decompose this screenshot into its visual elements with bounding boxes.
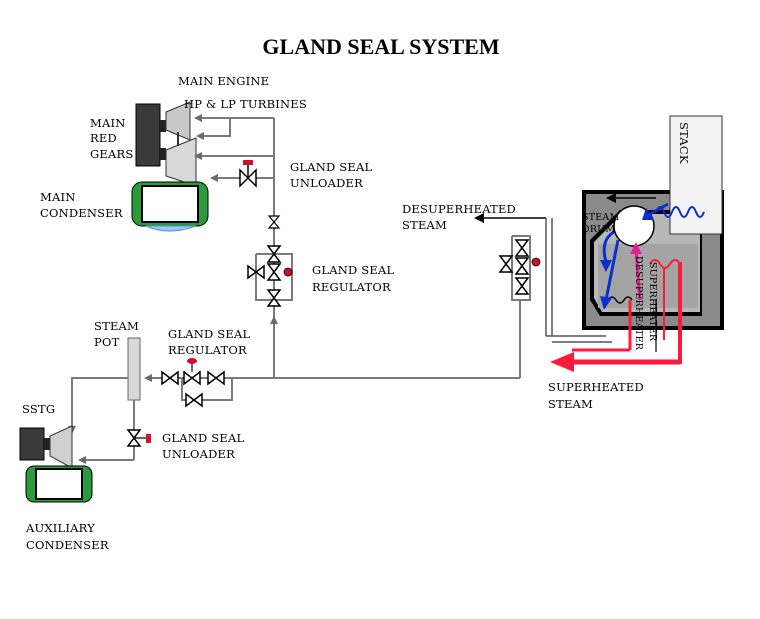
steam-pot-piping xyxy=(68,377,135,464)
sstg-generator xyxy=(19,427,50,461)
steam-drum-label-2: DRUM xyxy=(582,224,615,235)
main-condenser-label-1: MAIN xyxy=(40,190,76,204)
gland-seal-regulator-top-label-1: GLAND SEAL xyxy=(312,263,394,277)
superheated-steam-label-1: SUPERHEATED xyxy=(548,380,644,394)
gland-seal-regulator-valves-bottom xyxy=(161,358,225,408)
steam-pot-label-2: POT xyxy=(94,335,120,349)
sstg-turbine xyxy=(49,425,73,469)
stack-label: STACK xyxy=(677,122,691,164)
desuperheater-coil xyxy=(607,296,657,352)
circulation-arrows xyxy=(600,202,669,310)
main-red-gears-label-1: MAIN xyxy=(90,116,126,130)
steam-pot-label-1: STEAM xyxy=(94,319,139,333)
desuperheated-steam-label-1: DESUPERHEATED xyxy=(402,202,516,216)
superheated-steam-label-2: STEAM xyxy=(548,397,593,411)
isolation-valve-top xyxy=(267,215,281,229)
auxiliary-condenser-label-2: CONDENSER xyxy=(26,538,109,552)
gland-seal-regulator-valves-top xyxy=(247,245,293,307)
page-title: GLAND SEAL SYSTEM xyxy=(262,34,499,59)
main-reduction-gear xyxy=(135,103,166,167)
main-red-gears-label-2: RED xyxy=(90,131,117,145)
gland-seal-regulator-top-label-2: REGULATOR xyxy=(312,280,391,294)
gland-seal-unloader-top-label-1: GLAND SEAL xyxy=(290,160,372,174)
gland-seal-unloader-bottom-label-2: UNLOADER xyxy=(162,447,235,461)
superheated-steam-arrow xyxy=(550,348,680,372)
main-engine-label: MAIN ENGINE xyxy=(178,74,269,88)
main-condenser-label-2: CONDENSER xyxy=(40,206,123,220)
superheater-label: SUPERHEATER xyxy=(647,262,658,342)
gland-seal-unloader-bottom-label-1: GLAND SEAL xyxy=(162,431,244,445)
desuperheated-steam-line xyxy=(474,213,612,378)
gland-seal-unloader-valve-bottom xyxy=(126,429,151,447)
gland-seal-regulator-bottom-label-1: GLAND SEAL xyxy=(168,327,250,341)
hp-lp-turbine xyxy=(165,101,197,187)
main-red-gears-label-3: GEARS xyxy=(90,147,133,161)
steam-drum-label-1: STEAM xyxy=(582,212,619,223)
desuperheater-label: DESUPERHEATER xyxy=(633,256,644,351)
main-condenser xyxy=(131,181,209,232)
hp-lp-turbines-label: HP & LP TURBINES xyxy=(184,97,307,111)
auxiliary-condenser-label-1: AUXILIARY xyxy=(25,521,95,535)
sstg-label: SSTG xyxy=(22,402,55,416)
desuperheater-valves xyxy=(498,239,541,295)
gland-seal-regulator-bottom-label-2: REGULATOR xyxy=(168,343,247,357)
superheater-coil xyxy=(649,206,705,364)
steam-pot xyxy=(127,337,141,401)
gland-seal-unloader-valve-top xyxy=(239,160,257,188)
gland-seal-unloader-top-label-2: UNLOADER xyxy=(290,176,363,190)
auxiliary-condenser xyxy=(25,465,93,503)
desuperheated-steam-label-2: STEAM xyxy=(402,218,447,232)
